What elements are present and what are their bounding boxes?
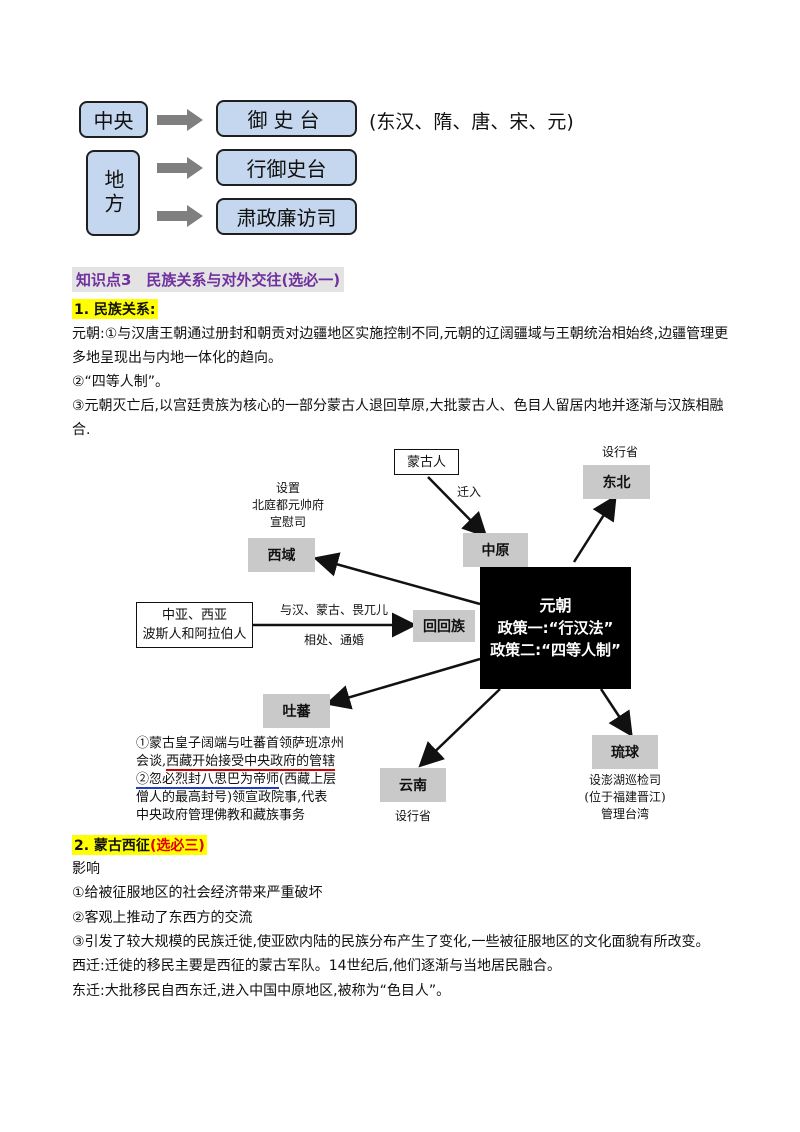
section2-item-1: ①给被征服地区的社会经济带来严重破坏 bbox=[72, 885, 323, 901]
xiyu-note-line: 宣慰司 bbox=[269, 515, 306, 529]
asians-line: 波斯人和阿拉伯人 bbox=[142, 627, 247, 642]
arrow-right-icon bbox=[157, 205, 203, 227]
tubo-note-text: 会谈, bbox=[136, 754, 167, 769]
relation-arrows bbox=[253, 476, 633, 768]
local-label: 地方 bbox=[101, 169, 125, 217]
liuqiu-note-line: (位于福建晋江) bbox=[584, 790, 666, 804]
yuan-dynasty-box: 元朝 政策一:“行汉法” 政策二:“四等人制” bbox=[480, 567, 631, 689]
mix-label-2: 相处、通婚 bbox=[303, 633, 364, 647]
section2-item-3: ③引发了较大规模的民族迁徙,使亚欧内陆的民族分布产生了变化,一些被征服地区的文化… bbox=[72, 934, 710, 950]
local-box: 地方 bbox=[86, 150, 140, 236]
arrow-yuan-tubo bbox=[325, 657, 481, 710]
xiyu-note: 设置 北庭都元帅府 宣慰司 bbox=[233, 480, 343, 531]
liuqiu-note-line: 设澎湖巡检司 bbox=[588, 773, 661, 787]
central-plains-box: 中原 bbox=[463, 533, 528, 567]
suzheng-box: 肃政廉访司 bbox=[216, 198, 357, 235]
northeast-label: 设行省 bbox=[601, 445, 638, 459]
tubo-note-line: ②忽必烈封八思巴为帝师(西藏上层 bbox=[136, 771, 376, 789]
arrow-yuan-xiyu bbox=[313, 552, 481, 606]
mix-label-1: 与汉、蒙古、畏兀儿 bbox=[279, 603, 388, 617]
section2-heading: 2. 蒙古西征(选必三) bbox=[72, 835, 207, 855]
asians-line: 中亚、西亚 bbox=[161, 608, 227, 623]
knowledge-point-title: 知识点3 民族关系与对外交往(选必一) bbox=[72, 267, 345, 292]
huihui-box: 回回族 bbox=[413, 610, 475, 642]
yuan-policy-2: 政策二:“四等人制” bbox=[490, 641, 621, 659]
section2-item-2: ②客观上推动了东西方的交流 bbox=[72, 910, 253, 926]
liuqiu-note-line: 管理台湾 bbox=[600, 807, 649, 821]
xiyu-note-line: 北庭都元帅府 bbox=[251, 498, 324, 512]
mongols-box: 蒙古人 bbox=[394, 449, 459, 475]
arrow-yuan-liuqiu bbox=[599, 688, 633, 738]
central-box: 中央 bbox=[79, 101, 148, 138]
migrate-label: 迁入 bbox=[457, 485, 482, 499]
asians-box: 中亚、西亚 波斯人和阿拉伯人 bbox=[136, 602, 253, 648]
xiyu-note-line: 设置 bbox=[275, 481, 300, 495]
periods-text: (东汉、隋、唐、宋、元) bbox=[369, 111, 574, 133]
yunnan-label: 设行省 bbox=[394, 809, 431, 823]
northeast-box: 东北 bbox=[583, 465, 650, 499]
tubo-note: ①蒙古皇子阔端与吐蕃首领萨班凉州 会谈,西藏开始接受中央政府的管辖 ②忽必烈封八… bbox=[136, 735, 376, 825]
tubo-note-line: 中央政府管理佛教和藏族事务 bbox=[136, 808, 306, 823]
yuan-title: 元朝 bbox=[539, 596, 572, 615]
arrow-yuan-northeast bbox=[572, 494, 617, 563]
liuqiu-note: 设澎湖巡检司 (位于福建晋江) 管理台湾 bbox=[562, 772, 688, 823]
section1-p2: ②“四等人制”。 bbox=[72, 374, 170, 390]
arrow-right-icon bbox=[157, 157, 203, 179]
tubo-note-text: ②忽必烈封八思巴为帝师 bbox=[136, 772, 280, 789]
xingyushitai-box: 行御史台 bbox=[216, 149, 357, 186]
arrow-right-icon bbox=[157, 109, 203, 131]
tubo-note-line: 会谈,西藏开始接受中央政府的管辖 bbox=[136, 753, 376, 771]
tubo-note-underlined: 西藏开始接受中央政府的管辖 bbox=[166, 754, 336, 771]
arrow-mongols-zhongyuan bbox=[427, 476, 488, 538]
section2-heading-tag: (选必三) bbox=[149, 838, 205, 854]
section2-west: 西迁:迁徙的移民主要是西征的蒙古军队。14世纪后,他们逐渐与当地居民融合。 bbox=[72, 958, 561, 974]
tubo-note-line: ①蒙古皇子阔端与吐蕃首领萨班凉州 bbox=[136, 736, 345, 751]
yushitai-box: 御史台 bbox=[216, 100, 357, 137]
tubo-note-line: 僧人的最高封号)领宣政院事,代表 bbox=[136, 790, 328, 805]
section1-heading: 1. 民族关系: bbox=[72, 299, 158, 319]
section1-p3: ③元朝灭亡后,以宫廷贵族为核心的一部分蒙古人退回草原,大批蒙古人、色目人留居内地… bbox=[72, 398, 724, 438]
tubo-box: 吐蕃 bbox=[263, 694, 330, 728]
xiyu-box: 西域 bbox=[248, 538, 315, 572]
arrow-yuan-yunnan bbox=[418, 688, 501, 768]
liuqiu-box: 琉球 bbox=[592, 735, 658, 769]
yunnan-box: 云南 bbox=[380, 768, 446, 802]
yuan-policy-1: 政策一:“行汉法” bbox=[497, 619, 614, 637]
section2-east: 东迁:大批移民自西东迁,进入中国中原地区,被称为“色目人”。 bbox=[72, 983, 451, 999]
section2-heading-main: 2. 蒙古西征 bbox=[74, 838, 150, 854]
section1-p1: 元朝:①与汉唐王朝通过册封和朝贡对边疆地区实施控制不同,元朝的辽阔疆域与王朝统治… bbox=[72, 326, 729, 366]
tubo-note-text: (西藏上层 bbox=[279, 772, 337, 787]
section2-impact: 影响 bbox=[72, 861, 100, 877]
